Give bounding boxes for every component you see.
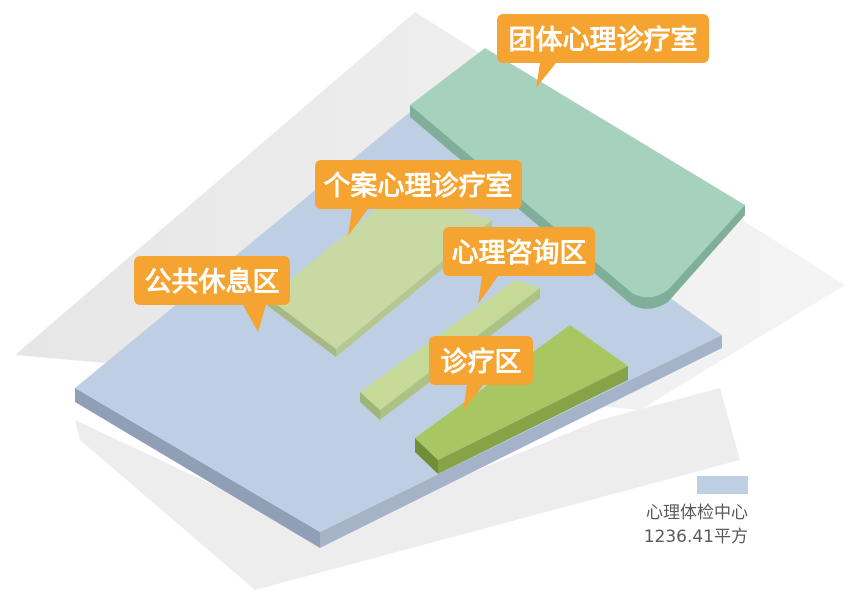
callout-individual-label: 个案心理诊疗室	[324, 170, 513, 202]
callout-team: 团体心理诊疗室	[497, 14, 709, 88]
callout-individual: 个案心理诊疗室	[315, 160, 522, 236]
callout-treatment-label: 诊疗区	[441, 346, 522, 378]
legend-area: 1236.41平方	[644, 527, 748, 547]
block-treatment	[415, 325, 628, 474]
callout-public-label: 公共休息区	[145, 266, 280, 298]
base-floor	[75, 112, 722, 548]
callout-treatment: 诊疗区	[429, 336, 533, 411]
legend-swatch	[697, 476, 748, 494]
callout-team-label: 团体心理诊疗室	[509, 24, 698, 56]
legend-name: 心理体检中心	[646, 503, 748, 523]
callout-consult-label: 心理咨询区	[452, 238, 587, 269]
callout-public: 公共休息区	[134, 256, 290, 332]
block-team	[410, 48, 745, 309]
legend: 心理体检中心 1236.41平方	[644, 476, 748, 547]
background-shadow-lower	[75, 388, 740, 590]
callout-consult: 心理咨询区	[443, 227, 595, 304]
